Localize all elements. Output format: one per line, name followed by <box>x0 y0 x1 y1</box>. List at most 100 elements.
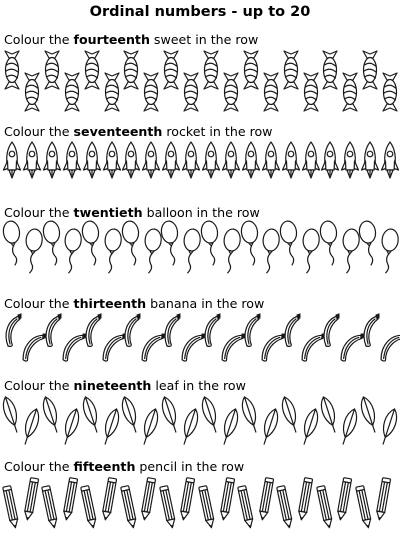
balloon-icon[interactable] <box>199 219 223 267</box>
sweet-icon[interactable] <box>63 72 81 112</box>
balloon-icon[interactable] <box>238 219 262 267</box>
leaf-icon[interactable] <box>96 404 125 448</box>
pencil-icon[interactable] <box>179 476 196 521</box>
sweet-icon[interactable] <box>262 72 280 112</box>
rocket-icon[interactable] <box>82 141 101 179</box>
balloon-icon[interactable] <box>357 219 381 267</box>
balloon-icon[interactable] <box>140 227 163 275</box>
sweet-icon[interactable] <box>381 72 399 112</box>
leaf-icon[interactable] <box>76 392 105 436</box>
sweet-icon[interactable] <box>142 72 160 112</box>
pencil-icon[interactable] <box>354 484 373 529</box>
leaf-icon[interactable] <box>374 404 400 448</box>
balloon-icon[interactable] <box>259 227 282 275</box>
pencil-icon[interactable] <box>315 484 334 529</box>
leaf-icon[interactable] <box>116 392 145 436</box>
pencil-icon[interactable] <box>119 484 138 529</box>
balloon-icon[interactable] <box>120 219 144 267</box>
balloon-icon[interactable] <box>338 227 361 275</box>
sweet-icon[interactable] <box>282 50 300 90</box>
pencil-icon[interactable] <box>218 476 235 521</box>
leaf-icon[interactable] <box>275 392 304 436</box>
pencil-icon[interactable] <box>100 476 118 521</box>
banana-icon[interactable] <box>320 313 340 349</box>
banana-icon[interactable] <box>241 313 261 349</box>
banana-icon[interactable] <box>281 313 301 349</box>
rocket-icon[interactable] <box>142 141 161 179</box>
balloon-icon[interactable] <box>318 219 342 267</box>
banana-icon[interactable] <box>201 313 221 349</box>
rocket-icon[interactable] <box>341 141 360 179</box>
pencil-icon[interactable] <box>22 476 39 521</box>
pencil-icon[interactable] <box>2 484 21 529</box>
banana-icon[interactable] <box>335 327 366 368</box>
sweet-icon[interactable] <box>222 72 240 112</box>
balloon-icon[interactable] <box>1 219 25 267</box>
rocket-icon[interactable] <box>62 141 81 179</box>
rocket-icon[interactable] <box>22 141 41 179</box>
balloon-icon[interactable] <box>101 227 124 275</box>
leaf-icon[interactable] <box>215 404 244 448</box>
sweet-icon[interactable] <box>202 50 220 90</box>
rocket-icon[interactable] <box>261 141 280 179</box>
balloon-icon[interactable] <box>40 219 64 267</box>
leaf-icon[interactable] <box>255 404 284 448</box>
sweet-icon[interactable] <box>103 72 121 112</box>
banana-icon[interactable] <box>255 327 286 368</box>
leaf-icon[interactable] <box>136 404 165 448</box>
banana-icon[interactable] <box>176 327 207 368</box>
sweet-icon[interactable] <box>3 50 21 90</box>
balloon-icon[interactable] <box>21 227 44 275</box>
pencil-icon[interactable] <box>237 484 256 529</box>
pencil-icon[interactable] <box>375 476 392 521</box>
leaf-icon[interactable] <box>56 404 85 448</box>
leaf-icon[interactable] <box>354 392 383 436</box>
pencil-icon[interactable] <box>257 476 274 521</box>
pencil-icon[interactable] <box>296 476 314 521</box>
rocket-icon[interactable] <box>380 141 400 179</box>
rocket-icon[interactable] <box>2 141 22 179</box>
pencil-icon[interactable] <box>41 484 60 529</box>
balloon-icon[interactable] <box>159 219 183 267</box>
sweet-icon[interactable] <box>361 50 379 90</box>
banana-icon[interactable] <box>56 327 87 368</box>
banana-icon[interactable] <box>360 313 380 349</box>
pencil-icon[interactable] <box>276 484 295 529</box>
rocket-icon[interactable] <box>122 141 141 179</box>
leaf-icon[interactable] <box>235 392 264 436</box>
sweet-icon[interactable] <box>242 50 260 90</box>
balloon-icon[interactable] <box>299 227 322 275</box>
sweet-icon[interactable] <box>162 50 180 90</box>
sweet-icon[interactable] <box>341 72 359 112</box>
pencil-icon[interactable] <box>198 484 217 529</box>
rocket-icon[interactable] <box>162 141 181 179</box>
rocket-icon[interactable] <box>361 141 380 179</box>
rocket-icon[interactable] <box>281 141 300 179</box>
rocket-icon[interactable] <box>221 141 240 179</box>
banana-icon[interactable] <box>136 327 167 368</box>
banana-icon[interactable] <box>16 327 47 368</box>
rocket-icon[interactable] <box>102 141 121 179</box>
rocket-icon[interactable] <box>201 141 221 179</box>
sweet-icon[interactable] <box>23 72 41 112</box>
rocket-icon[interactable] <box>42 141 61 179</box>
pencil-icon[interactable] <box>61 476 78 521</box>
pencil-icon[interactable] <box>158 484 177 529</box>
sweet-icon[interactable] <box>182 72 200 112</box>
leaf-icon[interactable] <box>155 392 184 436</box>
rocket-icon[interactable] <box>321 141 340 179</box>
leaf-icon[interactable] <box>195 392 224 436</box>
leaf-icon[interactable] <box>175 404 204 448</box>
banana-icon[interactable] <box>161 313 181 349</box>
banana-icon[interactable] <box>121 313 141 349</box>
rocket-icon[interactable] <box>181 141 201 179</box>
pencil-icon[interactable] <box>139 476 157 521</box>
leaf-icon[interactable] <box>315 392 344 436</box>
rocket-icon[interactable] <box>241 141 260 179</box>
balloon-icon[interactable] <box>219 227 242 275</box>
leaf-icon[interactable] <box>36 392 65 436</box>
balloon-icon[interactable] <box>61 227 84 275</box>
balloon-icon[interactable] <box>278 219 302 267</box>
sweet-icon[interactable] <box>43 50 61 90</box>
banana-icon[interactable] <box>2 313 22 349</box>
